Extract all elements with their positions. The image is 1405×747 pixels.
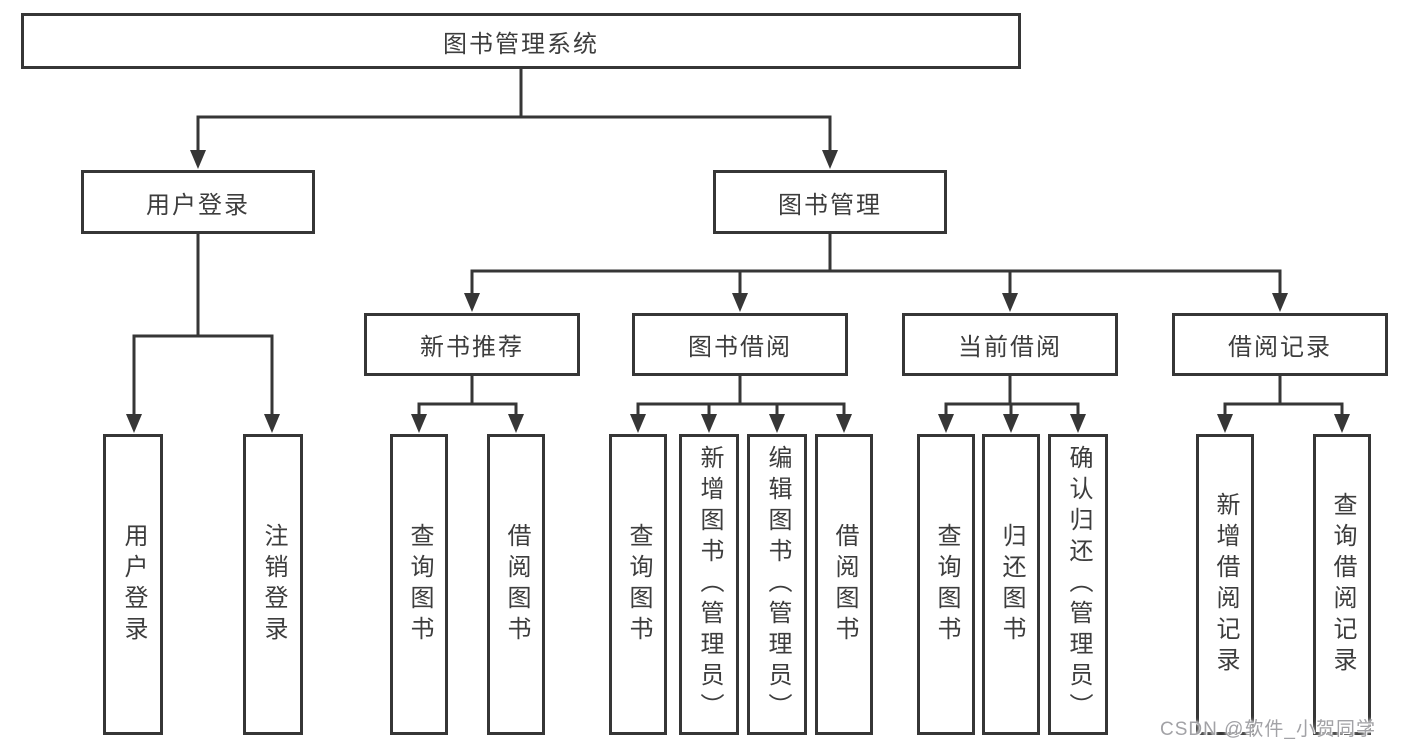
arrowhead-icon <box>126 414 142 433</box>
arrowhead-icon <box>630 414 646 433</box>
node-label: 当前借阅 <box>958 334 1062 361</box>
arrowhead-icon <box>411 414 427 433</box>
arrowhead-icon <box>701 414 717 433</box>
leaf-borrowing-edit-book-admin: 编辑图书（管理员） <box>747 434 807 735</box>
arrowhead-icon <box>822 150 838 169</box>
node-book-management: 图书管理 <box>713 170 947 234</box>
node-label: 用户登录 <box>120 522 147 647</box>
leaf-current-confirm-return-admin: 确认归还（管理员） <box>1048 434 1108 735</box>
arrowhead-icon <box>1070 414 1086 433</box>
leaf-borrowing-add-book-admin: 新增图书（管理员） <box>679 434 739 735</box>
leaf-records-query-borrow-record: 查询借阅记录 <box>1313 434 1371 735</box>
arrowhead-icon <box>1002 293 1018 312</box>
node-label: 确认归还（管理员） <box>1065 445 1092 724</box>
node-label: 借阅图书 <box>831 522 858 647</box>
node-label: 查询图书 <box>406 522 433 647</box>
node-label: 图书管理 <box>778 191 882 219</box>
node-label: 注销登录 <box>260 522 287 647</box>
node-label: 查询借阅记录 <box>1329 491 1356 678</box>
leaf-user-login: 用户登录 <box>103 434 163 735</box>
node-label: 图书管理系统 <box>443 30 599 58</box>
leaf-logout: 注销登录 <box>243 434 303 735</box>
arrow-heads <box>126 150 1350 433</box>
node-borrow-records: 借阅记录 <box>1172 313 1388 376</box>
arrow-shafts <box>132 115 1344 418</box>
arrowhead-icon <box>508 414 524 433</box>
node-label: 新增图书（管理员） <box>696 445 723 724</box>
node-user-login: 用户登录 <box>81 170 315 234</box>
node-label: 借阅图书 <box>503 522 530 647</box>
node-current-borrowing: 当前借阅 <box>902 313 1118 376</box>
leaf-borrowing-query-book: 查询图书 <box>609 434 667 735</box>
arrowhead-icon <box>836 414 852 433</box>
arrowhead-icon <box>1334 414 1350 433</box>
node-label: 借阅记录 <box>1228 334 1332 361</box>
node-label: 新书推荐 <box>420 334 524 361</box>
arrowhead-icon <box>1272 293 1288 312</box>
leaf-records-add-borrow-record: 新增借阅记录 <box>1196 434 1254 735</box>
arrowhead-icon <box>190 150 206 169</box>
leaf-recommend-query-book: 查询图书 <box>390 434 448 735</box>
node-label: 查询图书 <box>933 522 960 647</box>
leaf-current-return-book: 归还图书 <box>982 434 1040 735</box>
node-label: 用户登录 <box>146 191 250 219</box>
node-new-book-recommend: 新书推荐 <box>364 313 580 376</box>
leaf-recommend-borrow-book: 借阅图书 <box>487 434 545 735</box>
arrowhead-icon <box>1217 414 1233 433</box>
node-root: 图书管理系统 <box>21 13 1021 69</box>
arrowhead-icon <box>732 293 748 312</box>
node-label: 归还图书 <box>998 522 1025 647</box>
arrowhead-icon <box>938 414 954 433</box>
csdn-watermark: CSDN @软件_小贺同学 <box>1160 719 1376 740</box>
leaf-current-query-book: 查询图书 <box>917 434 975 735</box>
leaf-borrowing-borrow-book: 借阅图书 <box>815 434 873 735</box>
node-book-borrowing: 图书借阅 <box>632 313 848 376</box>
node-label: 图书借阅 <box>688 334 792 361</box>
node-label: 查询图书 <box>625 522 652 647</box>
node-label: 编辑图书（管理员） <box>764 445 791 724</box>
node-label: 新增借阅记录 <box>1212 491 1239 678</box>
arrowhead-icon <box>1003 414 1019 433</box>
arrowhead-icon <box>464 293 480 312</box>
arrowhead-icon <box>769 414 785 433</box>
arrowhead-icon <box>264 414 280 433</box>
